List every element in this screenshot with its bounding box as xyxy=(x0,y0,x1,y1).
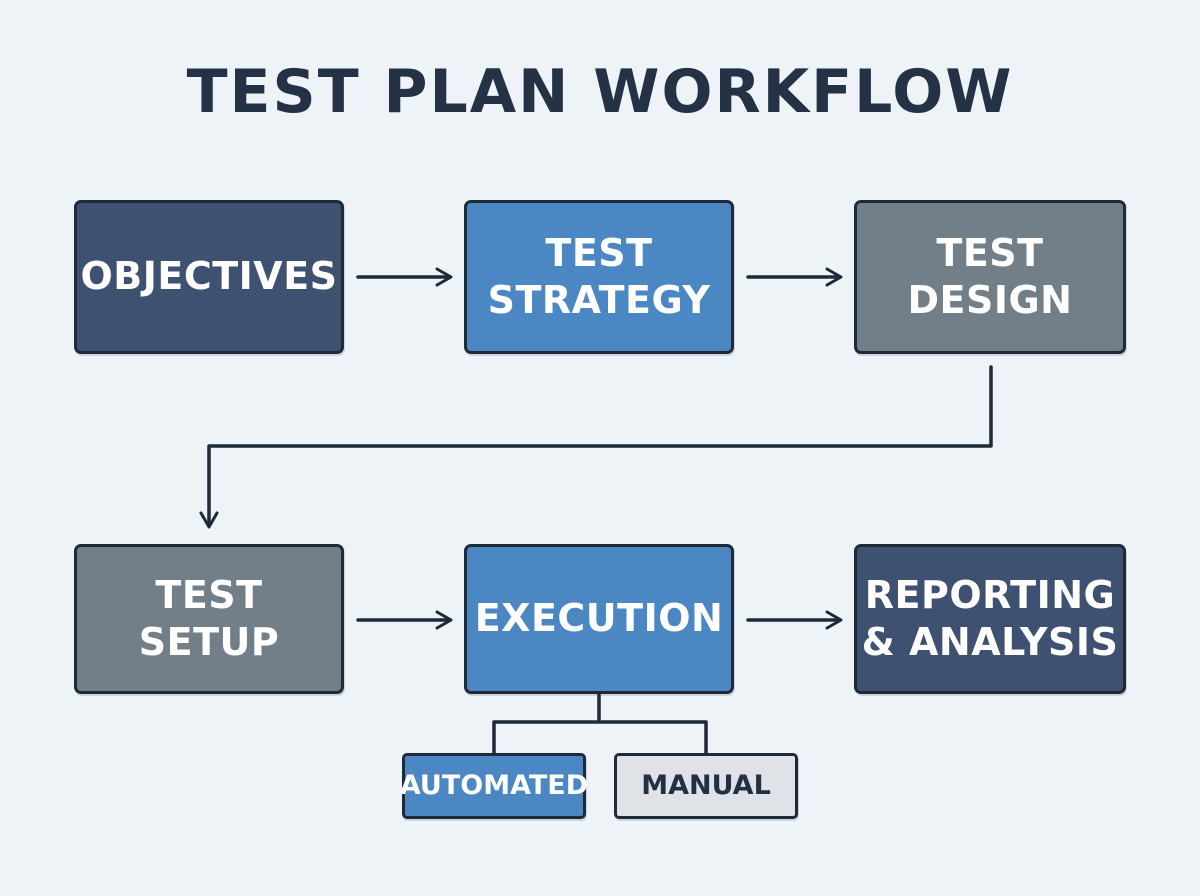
diagram-title: TEST PLAN WORKFLOW xyxy=(186,57,1014,127)
node-test-design: TEST DESIGN xyxy=(854,200,1126,354)
node-execution: EXECUTION xyxy=(464,544,734,694)
node-reporting-analysis: REPORTING & ANALYSIS xyxy=(854,544,1126,694)
node-objectives: OBJECTIVES xyxy=(74,200,344,354)
branch-execution-to-subtypes xyxy=(492,692,708,755)
node-automated: AUTOMATED xyxy=(400,753,588,819)
arrow-design-to-setup xyxy=(199,365,993,529)
node-test-strategy: TEST STRATEGY xyxy=(464,200,734,354)
node-manual: MANUAL xyxy=(614,753,798,819)
node-test-setup: TEST SETUP xyxy=(74,544,344,694)
